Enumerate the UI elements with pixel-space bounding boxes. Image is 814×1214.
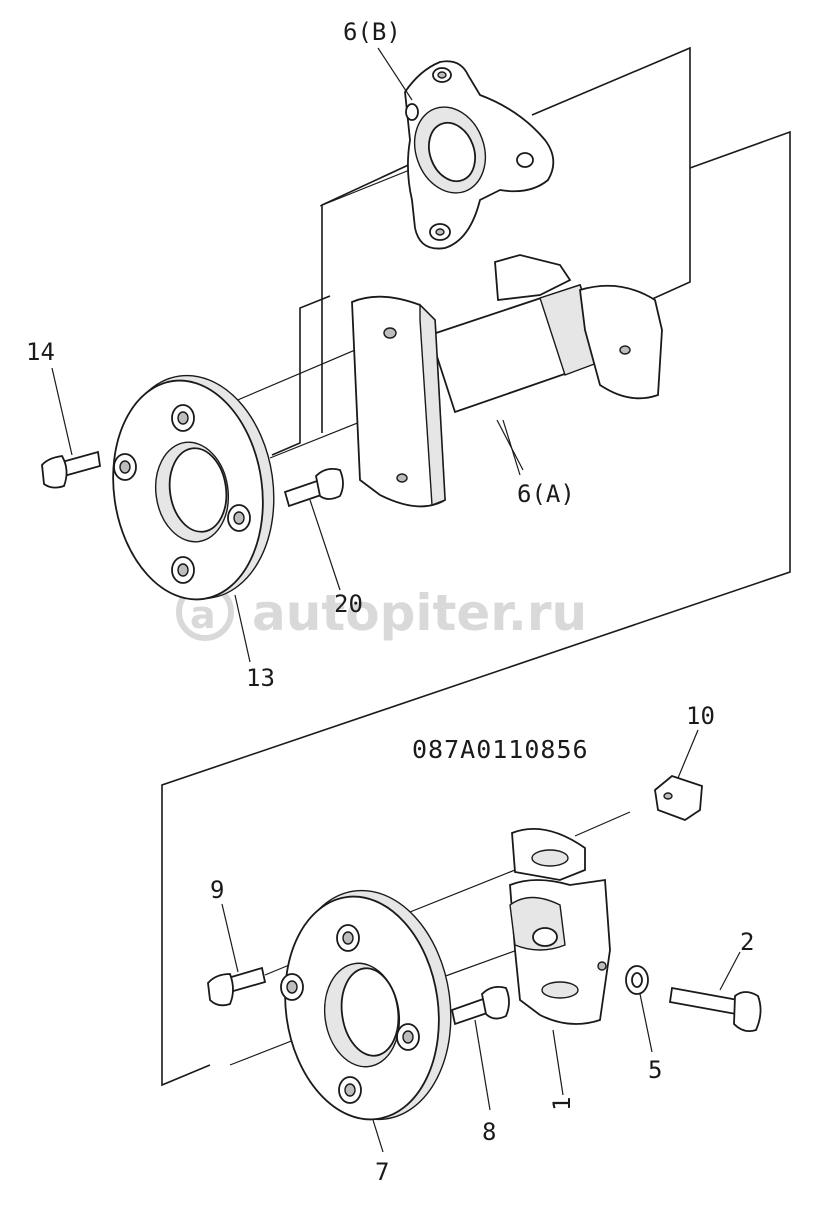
part-13-flange-disc <box>112 374 275 601</box>
part-14-bolt <box>41 450 102 489</box>
label-part-20: 20 <box>334 590 363 618</box>
svg-text:a: a <box>190 593 216 637</box>
part-5-washer <box>625 965 649 995</box>
part-2-bolt <box>668 986 762 1033</box>
watermark: a autopiter.ru <box>176 583 587 642</box>
callout-leaders <box>51 47 741 1153</box>
part-20-bolt <box>283 467 344 508</box>
part-9-bolt <box>207 966 267 1007</box>
part-10-nut <box>654 774 703 822</box>
label-part-13: 13 <box>246 664 275 692</box>
part-1-clamp-yoke <box>509 827 611 1025</box>
label-part-10: 10 <box>686 702 715 730</box>
label-part-6a: 6(A) <box>517 480 575 508</box>
label-part-1: 1 <box>548 1097 576 1111</box>
label-part-5: 5 <box>648 1056 662 1084</box>
diagram-code: 087A0110856 <box>412 735 589 764</box>
part-labels: 6(B) 14 6(A) 20 13 10 087A0110856 9 2 5 … <box>26 18 754 1186</box>
part-6a-bracket-shaft <box>351 254 663 508</box>
part-7-flange-disc <box>280 889 452 1121</box>
label-part-8: 8 <box>482 1118 496 1146</box>
label-part-14: 14 <box>26 338 55 366</box>
label-part-7: 7 <box>375 1158 389 1186</box>
part-8-bolt <box>450 985 510 1026</box>
watermark-text: autopiter.ru <box>252 584 587 642</box>
label-part-2: 2 <box>740 928 754 956</box>
label-part-6b: 6(B) <box>343 18 401 46</box>
label-part-9: 9 <box>210 876 224 904</box>
part-6b-flange-bearing <box>404 60 555 250</box>
